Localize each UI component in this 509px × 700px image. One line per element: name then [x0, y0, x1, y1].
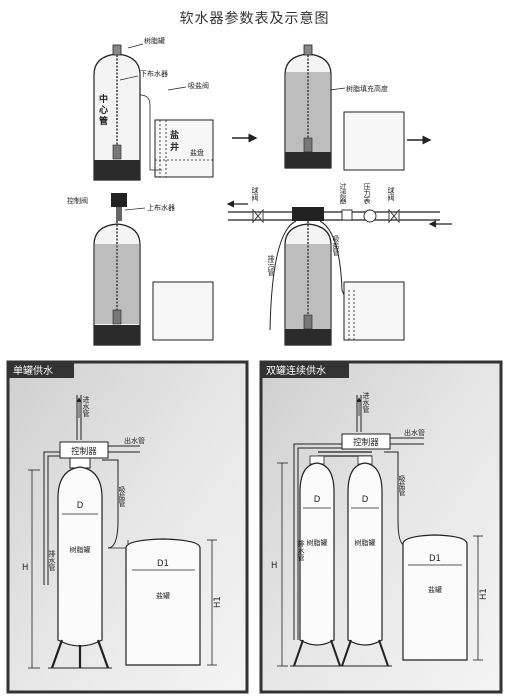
double-controller-label: 控制器 [353, 437, 379, 448]
single-controller-label: 控制器 [71, 446, 97, 457]
fig3-resin-tank [93, 193, 141, 346]
single-dim-H: H [22, 563, 28, 573]
label-ball-valve-right: 球阀 [387, 186, 395, 202]
label-control-valve: 控制阀 [67, 196, 88, 205]
double-dim-H: H [271, 561, 277, 571]
label-brine-well-a: 盐 [170, 129, 179, 141]
label-upper-distributor: 上布水器 [147, 203, 175, 212]
single-brine-pipe-label: 吸盐管 [118, 486, 126, 508]
label-central-tube-3: 管 [99, 115, 108, 127]
fig4-resin-tank [269, 220, 347, 346]
double-inlet-label: 进水管 [362, 392, 370, 414]
double-dim-D-2: D [362, 495, 369, 505]
panel-double [259, 360, 503, 694]
fig4-piping [226, 200, 452, 228]
fig1-resin-tank [93, 44, 141, 181]
label-lower-distributor: 下布水器 [140, 69, 168, 78]
single-outlet-label: 出水管 [124, 436, 145, 445]
double-drain-pipe-label: 排水管 [297, 539, 305, 562]
double-dim-H1: H1 [479, 588, 489, 600]
panel-double-header: 双罐连续供水 [266, 364, 326, 377]
double-brine-pipe-label: 吸盐管 [398, 475, 406, 497]
ball-valve-right-icon [388, 208, 400, 224]
label-central-tube-2: 心 [99, 105, 108, 116]
double-resin-tank-2-label: 树脂罐 [355, 538, 376, 547]
fig1-brine-well [139, 94, 214, 178]
single-resin-tank-label: 树脂罐 [70, 545, 91, 554]
fig2-resin-tank [284, 44, 332, 169]
pressure-gauge-icon [363, 209, 377, 223]
page-title: 软水器参数表及示意图 [179, 11, 330, 27]
single-drain-pipe-label: 排水管 [48, 549, 56, 572]
fig2-salt-tank [343, 111, 405, 171]
label-brine-valve: 吸盐阀 [188, 81, 209, 90]
label-brine-well-b: 井 [170, 141, 179, 153]
single-dim-D: D [77, 501, 84, 511]
single-dim-D1: D1 [157, 559, 169, 569]
filter-icon [341, 209, 353, 221]
label-resin-tank: 树脂罐 [144, 36, 165, 45]
fig4-salt-tank [343, 281, 405, 341]
double-dim-D-1: D [314, 495, 321, 505]
double-dim-D1: D1 [429, 554, 441, 564]
label-filter: 过滤器 [339, 182, 347, 205]
panel-single-header: 单罐供水 [13, 364, 53, 377]
control-valve-box [292, 207, 324, 221]
single-salt-tank-label: 盐罐 [156, 591, 170, 600]
label-ball-valve-left: 球阀 [251, 186, 259, 202]
label-pressure-gauge: 压力表 [363, 183, 371, 205]
label-salt-plate: 盐盘 [190, 148, 204, 157]
label-central-tube-1: 中 [99, 93, 108, 105]
double-outlet-label: 出水管 [404, 428, 425, 437]
ball-valve-left-icon [252, 208, 264, 224]
label-drain-pipe-top: 排污管 [267, 254, 275, 277]
label-resin-fill-height: 树脂填充高度 [346, 84, 388, 93]
panel-single [6, 360, 249, 694]
label-brine-pipe-top: 吸盐管 [332, 235, 340, 257]
fig3-salt-tank [152, 281, 214, 341]
single-inlet-label: 进水管 [82, 396, 90, 418]
double-resin-tank-1-label: 树脂罐 [307, 538, 328, 547]
double-salt-tank-label: 盐罐 [428, 585, 442, 594]
single-dim-H1: H1 [213, 596, 223, 608]
